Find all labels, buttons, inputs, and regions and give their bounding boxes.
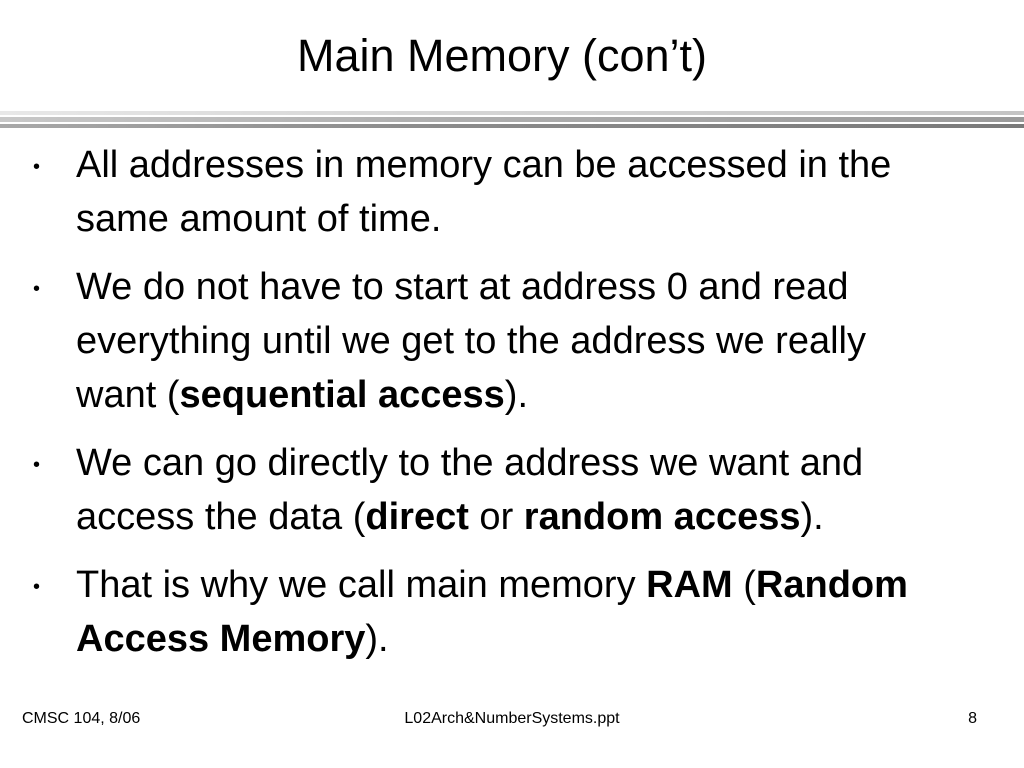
title-rule-top (0, 111, 1024, 115)
bullet-item: • That is why we call main memory RAM (Ra… (0, 558, 1024, 666)
bullet-text: ). (800, 496, 824, 538)
bullet-emphasis: direct (365, 496, 469, 538)
bullet-text: All addresses in memory can be accessed … (76, 144, 892, 240)
bullet-dot-icon: • (33, 576, 41, 598)
title-rule-middle (0, 117, 1024, 122)
bullet-item: • We can go directly to the address we wa… (0, 436, 1024, 544)
bullet-text: We do not have to start at address 0 and… (76, 266, 866, 416)
footer-filename: L02Arch&NumberSystems.ppt (404, 710, 620, 727)
title-rule-bottom (0, 124, 1024, 128)
bullet-item: • All addresses in memory can be accessed… (0, 138, 1024, 246)
bullet-dot-icon: • (33, 454, 41, 476)
bullet-text: or (468, 496, 524, 538)
bullet-text: ). (504, 374, 529, 416)
bullet-list: • All addresses in memory can be accessed… (0, 138, 1024, 680)
bullet-emphasis: Random Access Memory (76, 564, 908, 660)
bullet-item: • We do not have to start at address 0 an… (0, 260, 1024, 422)
bullet-emphasis: random access (523, 496, 801, 538)
slide-title: Main Memory (con’t) (296, 30, 708, 81)
bullet-text: ( (732, 564, 756, 606)
bullet-dot-icon: • (33, 156, 41, 178)
bullet-dot-icon: • (33, 278, 41, 300)
footer-page-number: 8 (968, 710, 977, 727)
bullet-emphasis: sequential access (179, 374, 505, 416)
bullet-text: That is why we call main memory (76, 564, 647, 606)
bullet-text: We can go directly to the address we wan… (76, 442, 864, 538)
bullet-emphasis: RAM (646, 564, 733, 606)
footer-course-date: CMSC 104, 8/06 (22, 710, 141, 727)
bullet-text: ). (365, 618, 389, 660)
